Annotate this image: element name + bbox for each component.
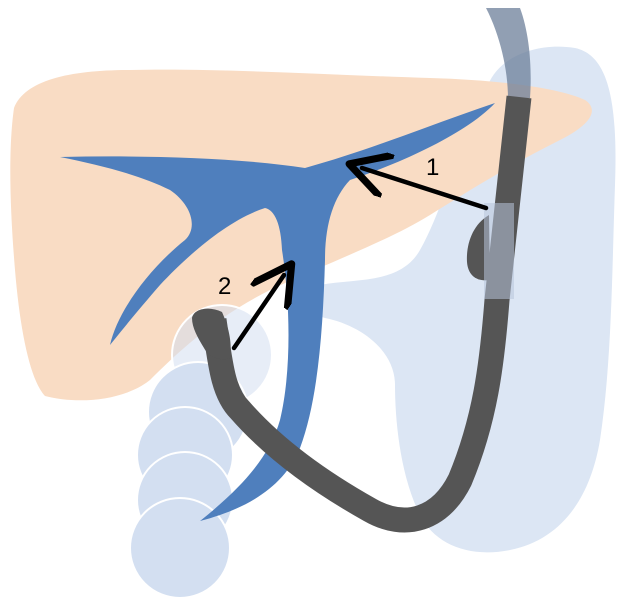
endoscope-band (484, 203, 514, 299)
arrow-2-label: 2 (218, 273, 231, 300)
arrow-1-label: 1 (426, 154, 439, 181)
